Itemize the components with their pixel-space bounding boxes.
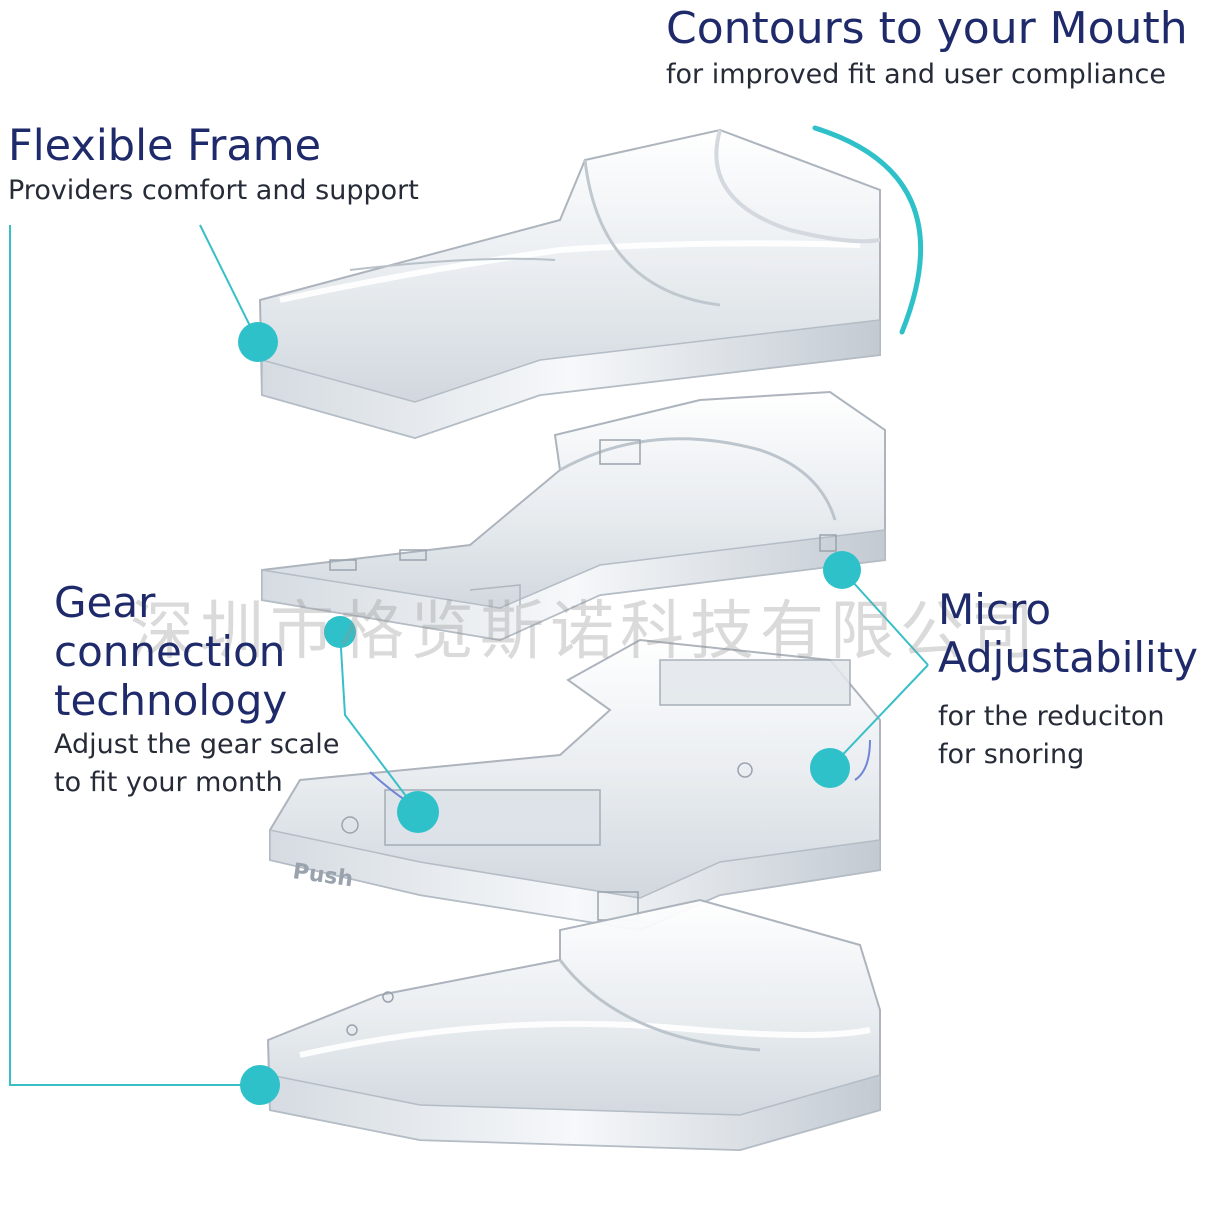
gear-subtitle-line: to fit your month — [54, 766, 283, 798]
micro-subtitle: for the reduciton for snoring — [938, 698, 1165, 774]
micro-subtitle-line: for snoring — [938, 738, 1085, 770]
micro-leader-upper — [841, 569, 929, 666]
micro-marker-upper — [823, 551, 861, 589]
gear-title: Gear connection technology — [54, 578, 287, 725]
gear-leader — [339, 631, 419, 813]
micro-leader-lower — [829, 664, 929, 769]
gear-title-line: connection — [54, 627, 286, 677]
micro-title-line: Adjustability — [938, 633, 1199, 683]
bottom-tray — [266, 898, 881, 1152]
gear-subtitle-line: Adjust the gear scale — [54, 729, 340, 760]
gear-marker-lower — [397, 791, 439, 833]
contours-title: Contours to your Mouth — [666, 3, 1188, 54]
gear-subtitle: Adjust the gear scale to fit your month — [54, 726, 339, 802]
gear-title-line: Gear — [54, 578, 156, 627]
micro-title: Micro Adjustability — [938, 585, 1199, 683]
contour-arc — [812, 125, 924, 335]
bottom-tray-marker — [240, 1065, 280, 1105]
watermark: 深圳市格览斯诺科技有限公司 — [130, 595, 1040, 669]
micro-subtitle-line: for the reduciton — [938, 701, 1165, 732]
flexible-frame-subtitle: Providers comfort and support — [8, 175, 419, 206]
flexible-frame-connector-line — [9, 225, 260, 1086]
flexible-frame-title: Flexible Frame — [8, 121, 322, 171]
top-tray — [258, 128, 881, 440]
gear-title-line: technology — [54, 676, 288, 726]
lower-adjuster-plate: Push — [269, 638, 881, 932]
contours-subtitle: for improved fit and user compliance — [666, 59, 1166, 90]
gear-marker-upper — [324, 616, 356, 648]
flexible-frame-marker — [238, 322, 278, 362]
micro-title-line: Micro — [938, 585, 1052, 634]
flexible-frame-leader — [199, 224, 259, 343]
micro-marker-lower — [810, 748, 850, 788]
upper-adjuster-plate — [261, 390, 886, 642]
